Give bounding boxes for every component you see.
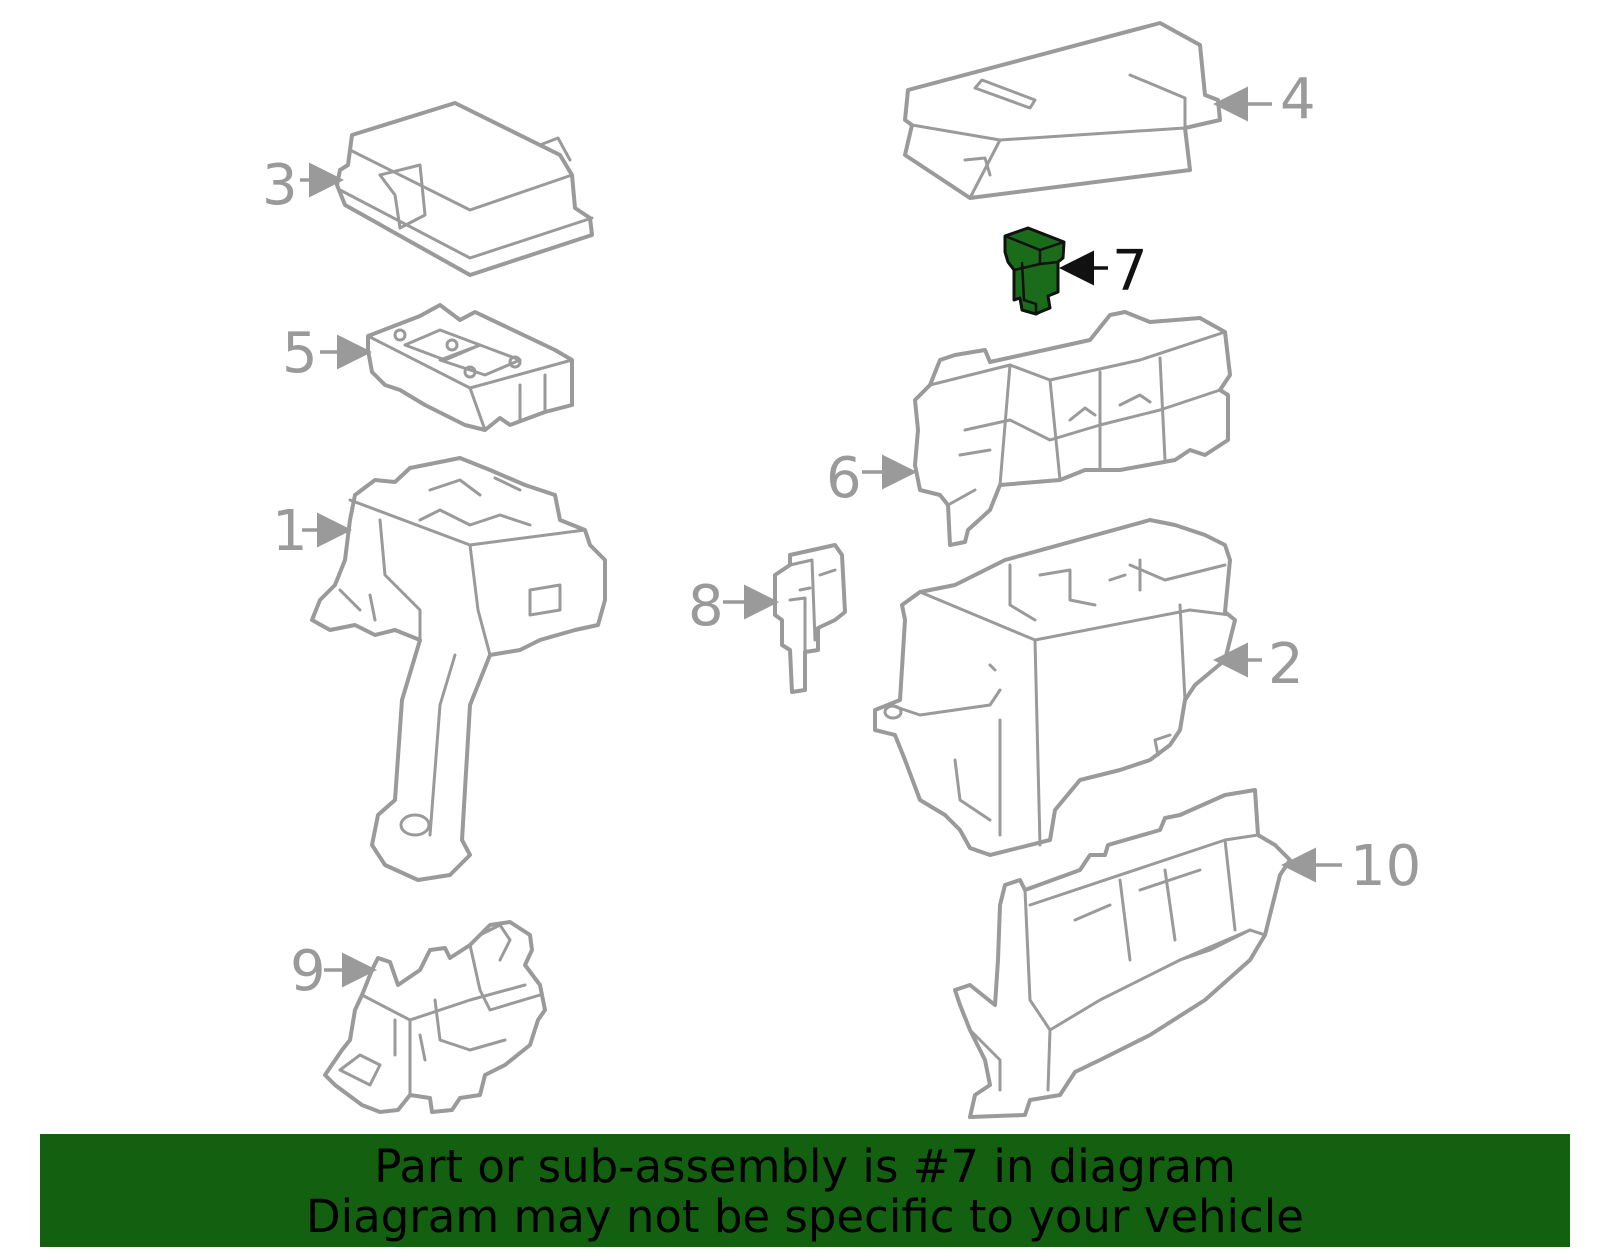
callout-10: 10 (1281, 834, 1421, 899)
part-4-cover[interactable] (903, 21, 1222, 200)
callout-9-label: 9 (290, 939, 326, 1004)
parts-diagram: 3 4 7 5 (262, 21, 1421, 1119)
disclaimer-banner: Part or sub-assembly is #7 in diagram Di… (40, 1134, 1570, 1247)
banner-line-1: Part or sub-assembly is #7 in diagram (374, 1140, 1236, 1193)
callout-4-label: 4 (1280, 67, 1316, 132)
callout-10-label: 10 (1350, 834, 1421, 899)
callout-1: 1 (272, 499, 352, 564)
part-2-lower-case[interactable] (873, 518, 1237, 857)
banner-line-2: Diagram may not be specific to your vehi… (306, 1190, 1304, 1243)
callout-4: 4 (1213, 67, 1316, 132)
part-10-lower-tray[interactable] (953, 788, 1292, 1119)
callout-2: 2 (1213, 632, 1304, 697)
part-1-junction-block[interactable] (310, 456, 607, 882)
callout-3-label: 3 (262, 153, 298, 218)
callout-7: 7 (1059, 239, 1148, 304)
part-7-relay[interactable] (1003, 226, 1066, 316)
part-6-fuse-block[interactable] (913, 310, 1232, 547)
part-5-relay-block[interactable] (366, 303, 574, 432)
callout-5-label: 5 (282, 321, 318, 386)
callout-2-label: 2 (1268, 632, 1304, 697)
callout-7-label: 7 (1112, 239, 1148, 304)
callout-5: 5 (282, 321, 372, 386)
callout-8: 8 (688, 574, 779, 639)
callout-1-label: 1 (272, 499, 308, 564)
callout-8-label: 8 (688, 574, 724, 639)
part-3-cover[interactable] (335, 101, 594, 277)
part-9-junction-block[interactable] (323, 920, 547, 1114)
callout-6-label: 6 (826, 446, 862, 511)
callout-6: 6 (826, 446, 917, 511)
callout-3: 3 (262, 153, 344, 218)
part-8-bracket[interactable] (773, 543, 847, 694)
callout-9: 9 (290, 939, 377, 1004)
